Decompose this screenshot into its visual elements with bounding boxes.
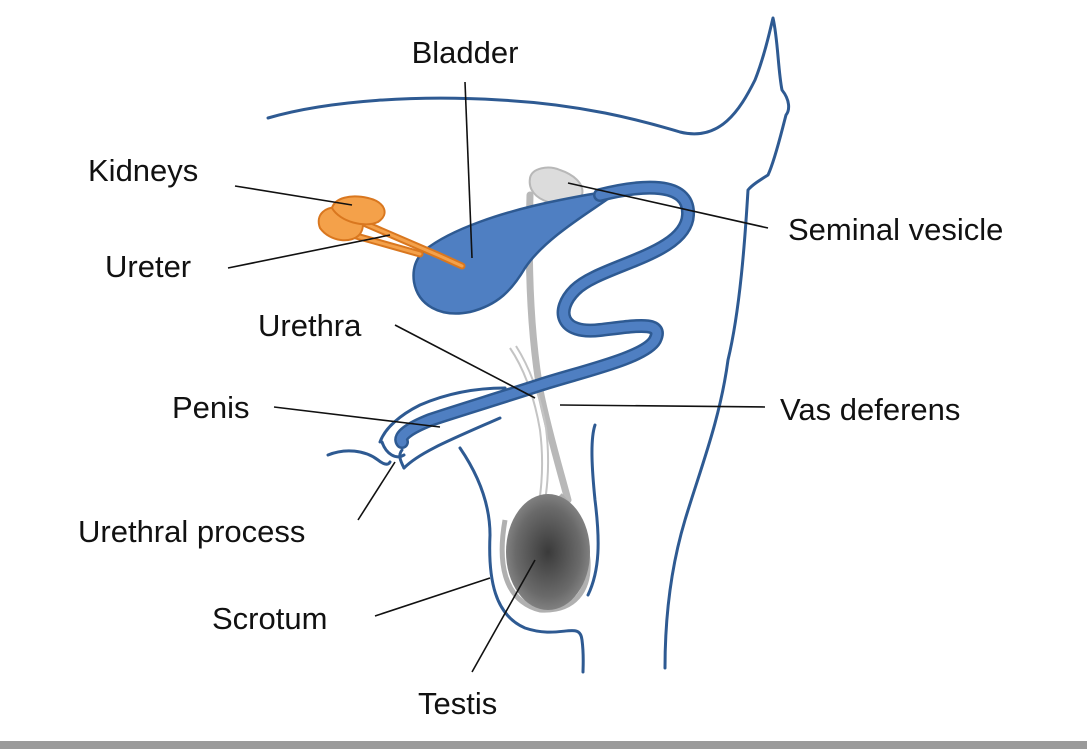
- bladder-shape: [412, 190, 617, 315]
- label-vas-deferens: Vas deferens: [780, 392, 960, 427]
- leader-lines: [227, 81, 769, 673]
- label-seminal-vesicle: Seminal vesicle: [788, 212, 1003, 247]
- bottom-border: [0, 741, 1087, 749]
- label-penis: Penis: [172, 390, 250, 425]
- label-bladder: Bladder: [412, 35, 519, 70]
- label-urethra: Urethra: [258, 308, 362, 343]
- label-testis: Testis: [418, 686, 497, 721]
- vas-deferens-shape: [396, 183, 693, 447]
- label-ureter: Ureter: [105, 249, 191, 284]
- label-kidneys: Kidneys: [88, 153, 198, 188]
- label-scrotum: Scrotum: [212, 601, 327, 636]
- kidneys-shape: [317, 195, 466, 270]
- body-outline: [266, 16, 791, 674]
- label-urethral-process: Urethral process: [78, 514, 305, 549]
- testis-shape: [506, 494, 590, 610]
